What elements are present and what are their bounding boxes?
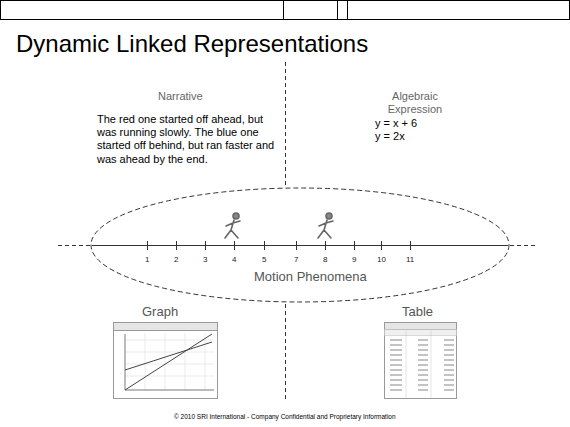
number-line — [92, 241, 508, 250]
tick-number: 4 — [232, 255, 236, 265]
tick-number: 2 — [174, 255, 178, 265]
tick-number: 7 — [294, 255, 298, 265]
tick-number: 3 — [203, 255, 207, 265]
tick-number: 5 — [262, 255, 266, 265]
phenomena-ellipse: Motion Phenomena — [90, 187, 510, 303]
tick-number: 8 — [323, 255, 327, 265]
quadrant-heading: Graph — [142, 304, 178, 320]
ellipse-outline — [90, 187, 510, 303]
tick-number: 11 — [406, 255, 414, 265]
slide-title: Dynamic Linked Representations — [16, 30, 368, 59]
quadrant-heading: Algebraic Expression — [375, 90, 455, 116]
equation: y = x + 6 — [375, 117, 417, 130]
tick-number: 10 — [377, 255, 386, 265]
tick-number: 9 — [352, 255, 356, 265]
quadrant-heading: Table — [402, 304, 433, 320]
table-screenshot — [385, 323, 457, 399]
graph-screenshot — [114, 323, 218, 399]
quadrant-dividers — [58, 62, 536, 402]
node-label: Motion Phenomena — [254, 269, 367, 285]
tick-number: 1 — [145, 255, 149, 265]
runner-figures — [225, 213, 333, 238]
footer-note: © 2010 SRI International - Company Confi… — [174, 413, 396, 421]
narrative-text: The red one started off ahead, but was r… — [97, 113, 285, 166]
quadrant-heading: Narrative — [158, 90, 203, 103]
equation: y = 2x — [375, 130, 405, 143]
header-row — [1, 0, 570, 20]
